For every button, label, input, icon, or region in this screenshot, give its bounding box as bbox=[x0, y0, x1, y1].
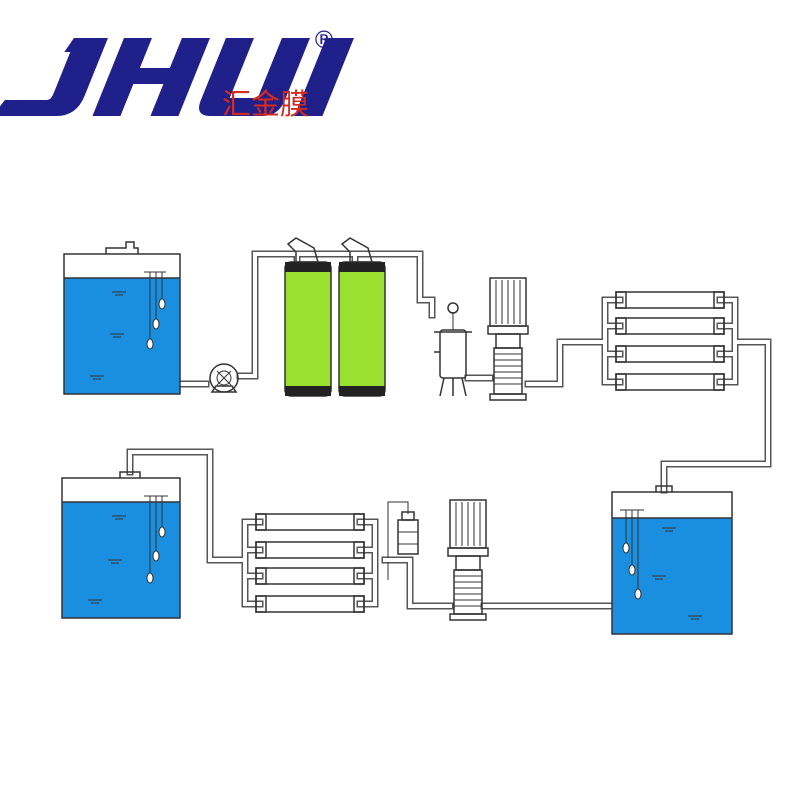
wordmark-letter-i bbox=[294, 38, 354, 116]
ro-membrane-tube bbox=[255, 541, 365, 559]
tank-inlet-fitting bbox=[105, 241, 139, 254]
ro-membrane-tube bbox=[255, 595, 365, 613]
wordmark-letter-u bbox=[199, 38, 310, 116]
ro-membrane-tube bbox=[255, 513, 365, 531]
pressure-gauge-icon bbox=[447, 302, 459, 314]
ro-membrane-tube bbox=[615, 317, 725, 335]
pipe-network bbox=[126, 250, 772, 610]
wordmark-letter-j bbox=[0, 38, 108, 116]
brand-logo: ® 汇金膜 bbox=[0, 26, 354, 121]
ro-membrane-bank-2 bbox=[255, 513, 365, 613]
raw-water-tank bbox=[63, 241, 181, 395]
chinese-brand-name: 汇金膜 bbox=[222, 87, 309, 121]
pipe-pump-to-filters bbox=[236, 250, 436, 380]
ro-membrane-bank-1 bbox=[615, 291, 725, 391]
intermediate-water-tank bbox=[611, 485, 733, 635]
pipe-ro1-manifold-left bbox=[601, 296, 624, 386]
wordmark-letter-h bbox=[92, 38, 210, 116]
carbon-filter-valve-head bbox=[340, 237, 373, 263]
level-sensor bbox=[144, 271, 166, 350]
ro-membrane-tube bbox=[255, 567, 365, 585]
pure-water-tank bbox=[61, 471, 181, 619]
media-filter bbox=[284, 237, 332, 397]
high-pressure-pump-1 bbox=[487, 277, 529, 401]
registered-mark: ® bbox=[312, 26, 336, 54]
media-filter-valve-head bbox=[286, 237, 319, 263]
level-sensor bbox=[144, 495, 168, 584]
ro-membrane-tube bbox=[615, 345, 725, 363]
ro-membrane-tube bbox=[615, 291, 725, 309]
raw-water-pump bbox=[209, 363, 239, 393]
pipe-hpp1-to-ro1 bbox=[524, 338, 609, 388]
carbon-filter bbox=[338, 237, 386, 397]
high-pressure-pump-2 bbox=[447, 499, 489, 621]
jhui-wordmark bbox=[0, 38, 354, 116]
pipe-ro1-manifold-right bbox=[660, 296, 772, 494]
pipe-dosing-line bbox=[387, 501, 409, 580]
security-filter bbox=[434, 302, 472, 397]
pipe-hpp2-to-ro2 bbox=[381, 556, 454, 610]
dosing-unit bbox=[397, 511, 419, 555]
level-sensor bbox=[620, 509, 644, 600]
pipe-ro2-manifold-right bbox=[356, 518, 379, 608]
ro-membrane-tube bbox=[615, 373, 725, 391]
